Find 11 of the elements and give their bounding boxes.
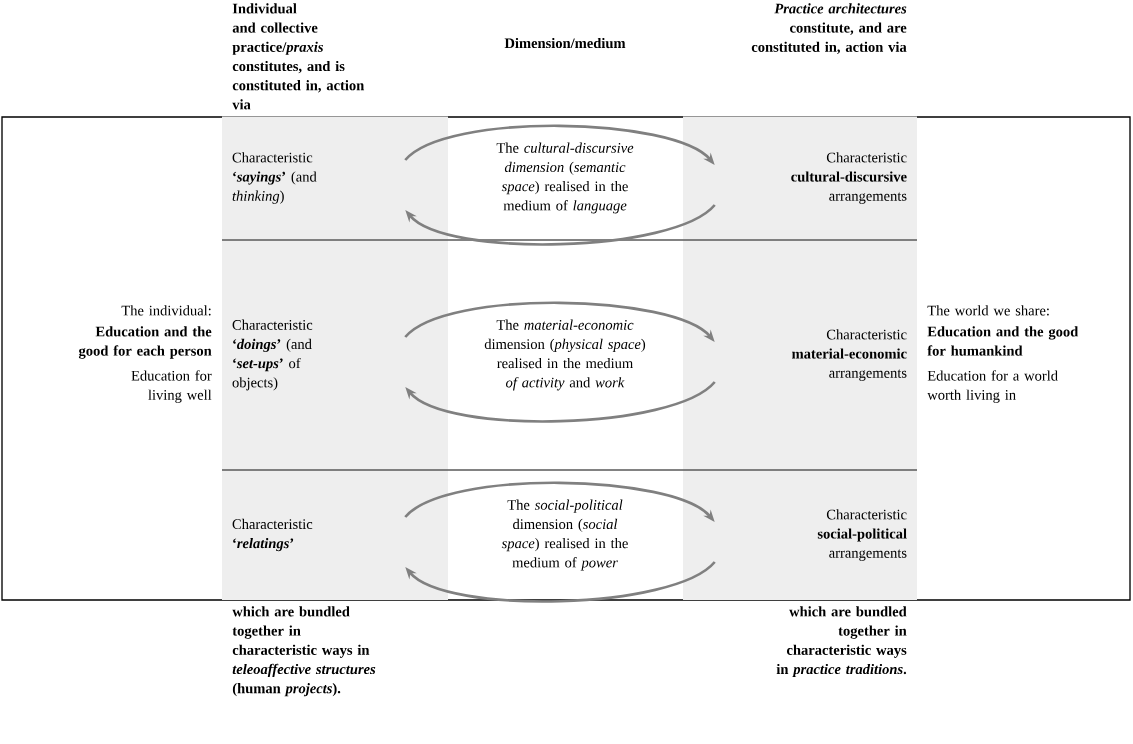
- practice-text: Characteristic ‘sayings’ (and thinking): [222, 116, 448, 240]
- dimension-text: The social-political dimension (social space) realised in the medium of power: [501, 499, 628, 571]
- practice-text: Characteristic ‘doings’ (and ‘set-ups’ of objects): [222, 240, 448, 470]
- practice-text: Characteristic ‘relatings’: [222, 470, 448, 600]
- arrangement-text: Characteristic cultural-discursive arrangements: [683, 116, 917, 240]
- dimension-text: The material-economic dimension (physical space) realised in the medium of activity and work: [484, 319, 646, 391]
- arrangement-text: Characteristic social-political arrangements: [683, 470, 917, 600]
- dimension-text: The cultural-discursive dimension (semantic space) realised in the medium of language: [496, 142, 634, 214]
- column-heading: Practice architectures constitute, and are constituted in, action via: [751, 3, 907, 54]
- arrangement-text: Characteristic material-economic arrangements: [683, 240, 917, 470]
- column-heading: Dimension/medium: [504, 37, 626, 49]
